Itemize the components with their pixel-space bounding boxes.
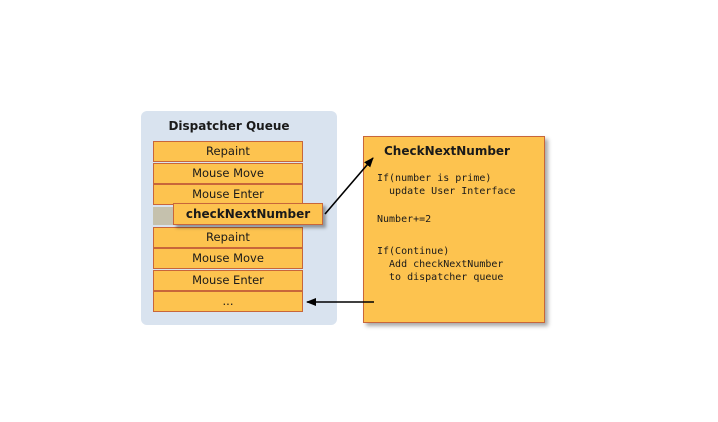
queue-item-mouse-enter-2: Mouse Enter xyxy=(153,270,303,291)
queue-item-mouse-enter-1: Mouse Enter xyxy=(153,184,303,205)
code-line-3: Number+=2 xyxy=(377,214,432,225)
code-line-5: Add checkNextNumber xyxy=(377,259,504,270)
dispatcher-queue-panel: Dispatcher Queue Repaint Mouse Move Mous… xyxy=(141,111,337,325)
queue-item-repaint-2: Repaint xyxy=(153,227,303,248)
code-line-1: If(number is prime) xyxy=(377,173,492,184)
code-line-2: update User Interface xyxy=(377,186,516,197)
queue-item-mouse-move-1: Mouse Move xyxy=(153,163,303,184)
pulled-item-checknextnumber: checkNextNumber xyxy=(173,203,323,225)
queue-item-repaint-1: Repaint xyxy=(153,141,303,162)
queue-item-mouse-move-2: Mouse Move xyxy=(153,248,303,269)
code-box-title: CheckNextNumber xyxy=(384,144,510,158)
queue-item-ellipsis: ... xyxy=(153,291,303,312)
dispatcher-queue-title: Dispatcher Queue xyxy=(168,119,290,133)
code-line-4: If(Continue) xyxy=(377,246,450,257)
code-box: CheckNextNumber If(number is prime) upda… xyxy=(363,136,545,323)
code-line-6: to dispatcher queue xyxy=(377,272,504,283)
